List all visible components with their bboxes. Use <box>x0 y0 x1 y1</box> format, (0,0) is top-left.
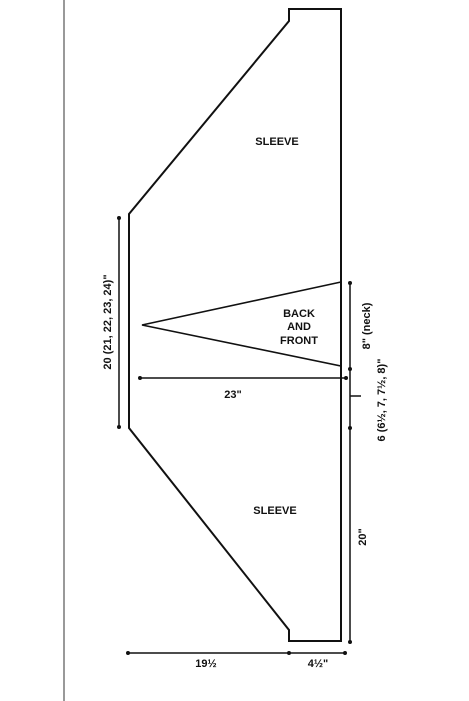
neck-label: 8" (neck) <box>361 302 373 349</box>
width-23-label: 23" <box>224 389 241 401</box>
back-front-label-line3: FRONT <box>280 335 318 347</box>
dimension-endpoint <box>343 651 347 655</box>
dimension-endpoint <box>117 425 121 429</box>
garment-outline <box>128 8 342 642</box>
back-front-label-line2: AND <box>287 321 311 333</box>
dimension-endpoint <box>117 216 121 220</box>
sleeve-bottom-label: SLEEVE <box>253 505 296 517</box>
bottom-left-label: 19½ <box>195 658 216 670</box>
back-front-triangle <box>141 281 342 367</box>
dimension-endpoint <box>138 376 142 380</box>
dimension-endpoint <box>348 426 352 430</box>
side-20-label: 20" <box>357 528 369 545</box>
bottom-right-label: 4½" <box>308 658 329 670</box>
side-6-label: 6 (6½, 7, 7½, 8)" <box>376 359 388 442</box>
back-front-label-line1: BACK <box>283 308 315 320</box>
dimension-endpoint <box>287 651 291 655</box>
dimension-endpoint <box>348 281 352 285</box>
dimension-endpoint <box>126 651 130 655</box>
length-left-label: 20 (21, 22, 23, 24)" <box>102 274 114 369</box>
dimension-endpoint <box>348 367 352 371</box>
sleeve-top-label: SLEEVE <box>255 136 298 148</box>
dimension-endpoint <box>348 640 352 644</box>
dimension-endpoint <box>344 376 348 380</box>
